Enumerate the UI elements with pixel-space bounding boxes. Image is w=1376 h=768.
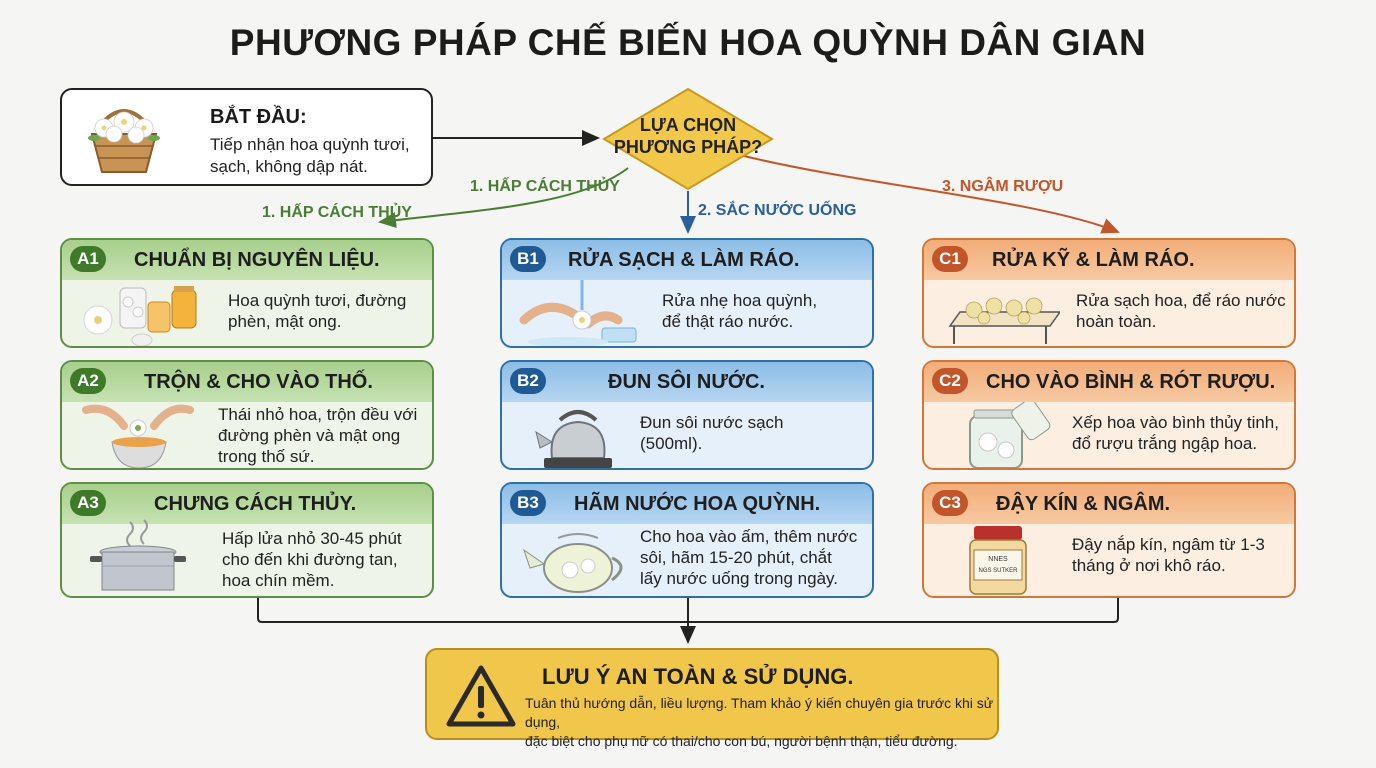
- step-badge: C2: [932, 368, 968, 394]
- jar-label-line1: NNES: [988, 556, 1008, 563]
- glass-jar-icon: [969, 402, 1051, 468]
- kettle-icon: [535, 410, 612, 468]
- step-badge: A2: [70, 368, 106, 394]
- note-heading: LƯU Ý AN TOÀN & SỬ DỤNG.: [542, 664, 854, 689]
- step-badge: A3: [70, 490, 106, 516]
- step-title: CHO VÀO BÌNH & RÓT RƯỢU.: [986, 371, 1276, 393]
- step-card-a2: A2 TRỘN & CHO VÀO THỐ. Thái nhỏ hoa, trộ…: [60, 360, 434, 470]
- step-text: Xếp hoa vào bình thủy tinh,đổ rượu trắng…: [1072, 413, 1279, 453]
- step-text: Rửa nhẹ hoa quỳnh,để thật ráo nước.: [662, 291, 818, 331]
- drying-rack-icon: [948, 297, 1060, 344]
- step-card-a3: A3 CHƯNG CÁCH THỦY. Hấp lửa nhỏ 30-45 ph…: [60, 482, 434, 598]
- washing-hands-icon: [519, 280, 637, 346]
- page-title: PHƯƠNG PHÁP CHẾ BIẾN HOA QUỲNH DÂN GIAN: [229, 22, 1147, 63]
- step-title: RỬA KỸ & LÀM RÁO.: [992, 249, 1195, 271]
- step-badge: B2: [510, 368, 546, 394]
- step-card-c2: C2 CHO VÀO BÌNH & RÓT RƯỢU. Xếp hoa vào …: [922, 360, 1296, 470]
- step-title: RỬA SẠCH & LÀM RÁO.: [568, 249, 800, 271]
- start-text: Tiếp nhận hoa quỳnh tươi,sạch, không dập…: [210, 135, 410, 176]
- step-card-a1: A1 CHUẨN BỊ NGUYÊN LIỆU. Hoa quỳnh tươi,…: [60, 238, 434, 348]
- step-badge: A1: [70, 246, 106, 272]
- jar-label-line2: NGS SUTKER: [978, 568, 1018, 574]
- step-title: TRỘN & CHO VÀO THỐ.: [144, 371, 373, 393]
- step-card-b3: B3 HÃM NƯỚC HOA QUỲNH. Cho hoa vào ấm, t…: [500, 482, 874, 598]
- step-text: Đun sôi nước sạch(500ml).: [640, 413, 784, 453]
- safety-note: LƯU Ý AN TOÀN & SỬ DỤNG. Tuân thủ hướng …: [425, 648, 999, 749]
- steam-branch-arrow: [378, 167, 629, 229]
- step-badge: C1: [932, 246, 968, 272]
- diamond-shape: [602, 87, 774, 191]
- flower-basket-icon: [88, 109, 160, 173]
- branch-label-decoction: 2. SẮC NƯỚC UỐNG: [698, 202, 857, 219]
- step-title: ĐẬY KÍN & NGÂM.: [996, 493, 1171, 515]
- branch-label-steam-upper: 1. HẤP CÁCH THỦY: [470, 178, 620, 195]
- step-card-b1: B1 RỬA SẠCH & LÀM RÁO. Rửa nhẹ hoa quỳnh…: [500, 238, 874, 348]
- step-title: HÃM NƯỚC HOA QUỲNH.: [574, 493, 821, 515]
- steamer-pot-icon: [90, 519, 186, 591]
- step-title: CHƯNG CÁCH THỦY.: [154, 493, 357, 515]
- step-card-c1: C1 RỬA KỸ & LÀM RÁO. Rửa sạch hoa, để rá…: [922, 238, 1296, 348]
- branch-label-steam: 1. HẤP CÁCH THỦY: [262, 204, 412, 221]
- step-card-c3: C3 ĐẬY KÍN & NGÂM. NNES NGS SUTKER Đậy n…: [922, 482, 1296, 598]
- step-title: CHUẨN BỊ NGUYÊN LIỆU.: [134, 249, 380, 271]
- branch-label-wine: 3. NGÂM RƯỢU: [942, 178, 1064, 195]
- note-text: Tuân thủ hướng dẫn, liều lượng. Tham khả…: [525, 695, 994, 749]
- ingredients-jars-icon: [83, 286, 197, 346]
- step-badge: B1: [510, 246, 546, 272]
- step-badge: B3: [510, 490, 546, 516]
- sealed-jar-icon: NNES NGS SUTKER: [969, 526, 1027, 595]
- wine-branch-arrow: [739, 154, 1120, 234]
- step-card-b2: B2 ĐUN SÔI NƯỚC. Đun sôi nước sạch(500ml…: [500, 360, 874, 470]
- start-box: BẮT ĐẦU: Tiếp nhận hoa quỳnh tươi,sạch, …: [60, 88, 433, 186]
- teapot-icon: [523, 533, 623, 593]
- step-badge: C3: [932, 490, 968, 516]
- step-title: ĐUN SÔI NƯỚC.: [608, 371, 765, 393]
- mixing-bowl-icon: [82, 404, 194, 468]
- start-heading: BẮT ĐẦU:: [210, 106, 307, 128]
- warning-icon: [446, 665, 516, 727]
